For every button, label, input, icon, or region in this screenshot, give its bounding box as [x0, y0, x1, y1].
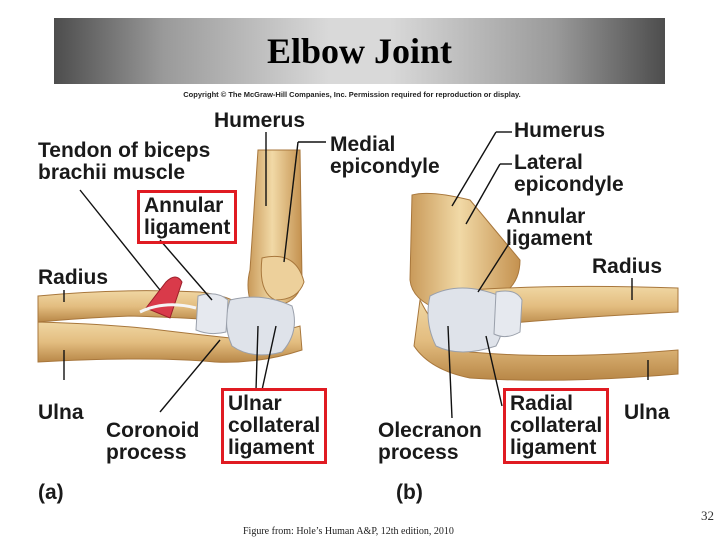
label-coronoid-line1: Coronoid: [106, 419, 200, 442]
label-tendon-line1: Tendon of biceps: [38, 139, 211, 162]
label-humerus-b: Humerus: [514, 119, 606, 142]
figure-source: Figure from: Hole’s Human A&P, 12th edit…: [243, 526, 454, 537]
figure-b-illustration: [409, 192, 679, 381]
ulnar-collateral-ligament-a: [226, 296, 295, 356]
label-tendon-of-biceps-a: Tendon of biceps brachii muscle: [38, 140, 210, 184]
panel-label-b: (b): [396, 481, 423, 504]
annular-ligament-b: [493, 290, 523, 338]
panel-label-a: (a): [38, 481, 64, 504]
medial-epicondyle-a: [260, 256, 305, 301]
label-ulnar-line1: Ulnar: [228, 392, 282, 415]
label-ulna-b: Ulna: [624, 401, 670, 424]
humerus-bone-b: [409, 192, 521, 311]
label-medial-epicondyle: Medial epicondyle: [330, 134, 440, 178]
label-ulna-a: Ulna: [38, 401, 84, 424]
label-medial-line1: Medial: [330, 133, 396, 156]
label-lateral-epicondyle: Lateral epicondyle: [514, 152, 624, 196]
label-annular-b-line1: Annular: [506, 205, 586, 228]
annular-ligament-a: [195, 293, 229, 335]
label-annular-ligament-a: Annular ligament: [137, 190, 238, 244]
radius-bone-b: [469, 285, 679, 327]
label-radius-a: Radius: [38, 266, 109, 289]
copyright-notice: Copyright © The McGraw-Hill Companies, I…: [183, 90, 521, 99]
label-radial-line1: Radial: [510, 392, 574, 415]
label-medial-line2: epicondyle: [330, 155, 440, 178]
radial-collateral-ligament-b: [427, 287, 505, 353]
label-lateral-line1: Lateral: [514, 151, 583, 174]
label-ulnar-line2: collateral: [228, 414, 321, 437]
label-annular-ligament-b: Annular ligament: [506, 206, 592, 250]
label-radius-b: Radius: [592, 255, 663, 278]
label-radial-line2: collateral: [510, 414, 603, 437]
slide-title: Elbow Joint: [266, 31, 453, 71]
label-coronoid-process: Coronoid process: [106, 420, 199, 464]
label-coronoid-line2: process: [106, 441, 187, 464]
label-annular-b-line2: ligament: [506, 227, 593, 250]
leader-lines-b: [447, 131, 649, 419]
label-olecranon-line2: process: [378, 441, 459, 464]
ulna-bone-a: [37, 321, 303, 363]
label-olecranon-process: Olecranon process: [378, 420, 482, 464]
label-ulnar-line3: ligament: [228, 436, 315, 459]
label-radial-collateral-ligament: Radial collateral ligament: [503, 388, 610, 464]
leader-lines-a: [63, 132, 326, 413]
label-annular-a-line1: Annular: [144, 194, 224, 217]
label-ulnar-collateral-ligament: Ulnar collateral ligament: [221, 388, 328, 464]
title-bar: Elbow Joint: [54, 18, 665, 84]
label-lateral-line2: epicondyle: [514, 173, 624, 196]
figure-a-illustration: [37, 149, 305, 363]
page-number: 32: [701, 508, 714, 523]
label-annular-a-line2: ligament: [144, 216, 231, 239]
label-tendon-line2: brachii muscle: [38, 161, 186, 184]
label-humerus-a: Humerus: [214, 109, 306, 132]
label-olecranon-line1: Olecranon: [378, 419, 482, 442]
label-radial-line3: ligament: [510, 436, 597, 459]
